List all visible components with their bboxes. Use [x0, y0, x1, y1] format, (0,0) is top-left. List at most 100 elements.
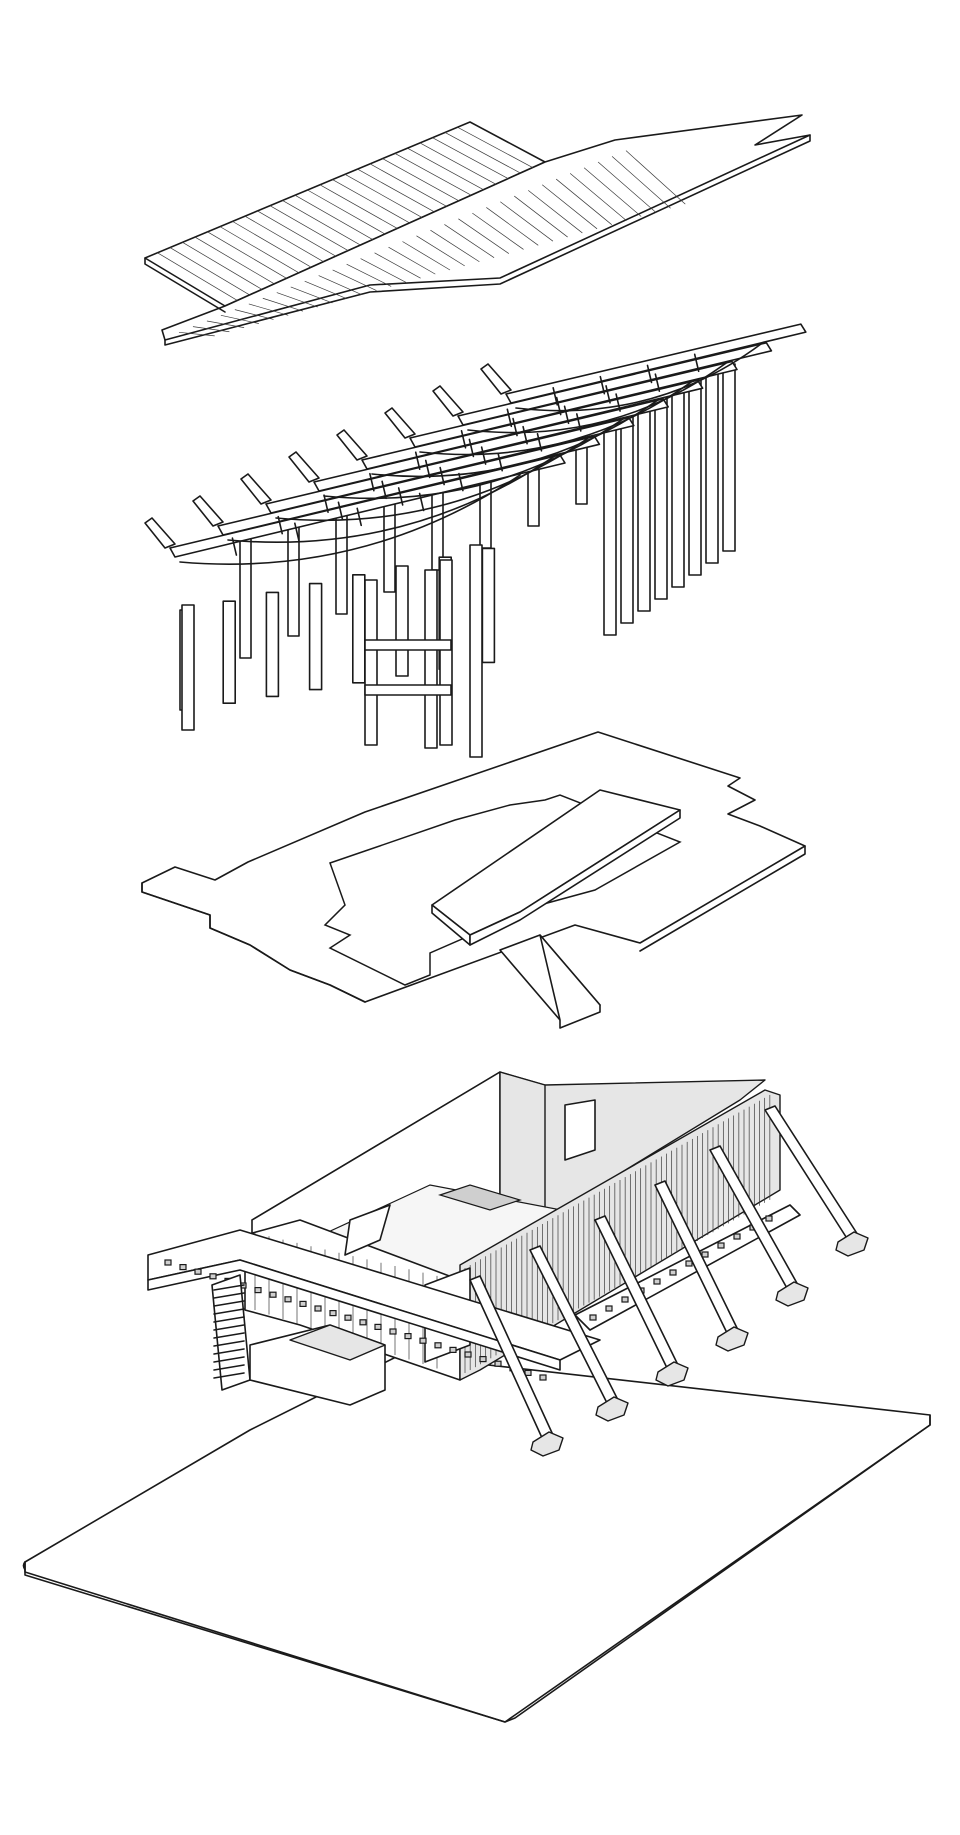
beam-hole [194, 1268, 202, 1275]
beam-hole [164, 1259, 172, 1266]
roof-plank-line [555, 178, 612, 225]
roof-plank-line [206, 320, 245, 328]
prop-footing [835, 1231, 869, 1257]
frame-post [637, 403, 651, 612]
frame-strut [414, 451, 421, 471]
base-building-layer [22, 1071, 931, 1723]
beam-hole [254, 1286, 262, 1294]
roof-plank-line [178, 331, 215, 337]
roof-plank-line [419, 142, 496, 185]
roof-plank-line [569, 173, 627, 221]
frame-post [722, 363, 736, 552]
stair-tread [213, 1324, 245, 1331]
frame-top-chord [505, 323, 807, 404]
roof-plank-line [276, 292, 318, 308]
beam-hole [419, 1337, 427, 1344]
roof-plank-line [257, 210, 336, 257]
stair-tread [213, 1316, 245, 1323]
beam-hole [449, 1346, 457, 1354]
roof-plank-line [232, 221, 312, 268]
roof-planks-icon [157, 126, 686, 337]
frame-post [705, 371, 719, 564]
beam-hole [669, 1269, 677, 1276]
frame-rafter [192, 495, 224, 527]
beam-hole [494, 1360, 502, 1367]
frame-rafter [288, 451, 320, 483]
frame-rafter [480, 363, 512, 395]
frame-strut [693, 353, 700, 373]
roof-plank-line [262, 297, 304, 312]
frame-post [308, 582, 323, 691]
frame-strut [337, 501, 344, 521]
frame-post [620, 411, 634, 624]
stair-tread [213, 1372, 245, 1379]
base-staircase [211, 1274, 251, 1391]
frame-strut [480, 446, 487, 465]
frame-strut [381, 480, 387, 500]
roof-plank-line [432, 137, 509, 179]
frame-strut [522, 425, 528, 445]
frame-strut [458, 472, 464, 492]
roof-plank-line [597, 161, 657, 213]
stair-tread [213, 1356, 245, 1363]
frame-strut [468, 438, 475, 458]
frame-strut [506, 408, 513, 428]
beam-hole [389, 1328, 397, 1335]
roof-plank-line [332, 269, 377, 291]
roof-plank-line [346, 263, 392, 287]
beam-hole [314, 1305, 322, 1312]
roof-plank-line [430, 229, 480, 263]
frame-post [351, 573, 366, 684]
beam-hole [464, 1351, 472, 1358]
frame-rafter [336, 429, 368, 461]
beam-hole [284, 1296, 292, 1303]
roof-plank-line [444, 224, 495, 258]
frame-strut [646, 364, 653, 384]
roof-plank-line [382, 158, 460, 202]
frame-top-chord [457, 341, 773, 426]
frame-rafter [432, 385, 464, 417]
roof-plank-line [458, 218, 510, 254]
frame-strut [599, 375, 606, 395]
frame-strut [293, 522, 300, 542]
frame-top-chord [169, 454, 566, 558]
frame-rafter [240, 473, 272, 505]
beam-hole [765, 1215, 773, 1222]
roof-plank-line [374, 252, 421, 279]
frame-post [671, 387, 685, 588]
beam-hole [717, 1242, 725, 1249]
beam-hole [359, 1319, 367, 1326]
frame-post [239, 537, 252, 659]
frame-bottom-chord [275, 436, 590, 522]
frame-strut [323, 494, 329, 513]
roof-plank-line [611, 156, 671, 209]
beam-hole [344, 1314, 352, 1321]
frame-post [222, 600, 236, 705]
frame-strut [460, 429, 467, 449]
roof-plank-line [182, 242, 263, 290]
frame-strut [555, 396, 562, 416]
frame-top-chord [217, 435, 601, 536]
frame-strut [397, 487, 404, 506]
roof-plank-line [319, 184, 398, 229]
timber-frame-layer [144, 323, 807, 758]
roof-plank-line [269, 205, 349, 251]
roof-plank-line [219, 226, 300, 274]
frame-strut [552, 387, 558, 406]
stair-tread [213, 1364, 245, 1371]
roof-plank-line [304, 280, 348, 300]
roof-plank-line [541, 184, 598, 230]
frame-strut [605, 385, 611, 404]
roof-plank-line [457, 126, 533, 168]
stair-tread [213, 1284, 245, 1291]
stair-tread [213, 1340, 245, 1347]
frame-post [481, 547, 496, 664]
roof-plank-line [486, 207, 539, 246]
frame-ladder [181, 544, 483, 758]
roof-plank-line [332, 179, 410, 224]
prop-footing [715, 1326, 749, 1352]
roof-plank-line [514, 195, 568, 238]
beam-hole [733, 1233, 741, 1240]
roof-plank-line [625, 150, 686, 205]
